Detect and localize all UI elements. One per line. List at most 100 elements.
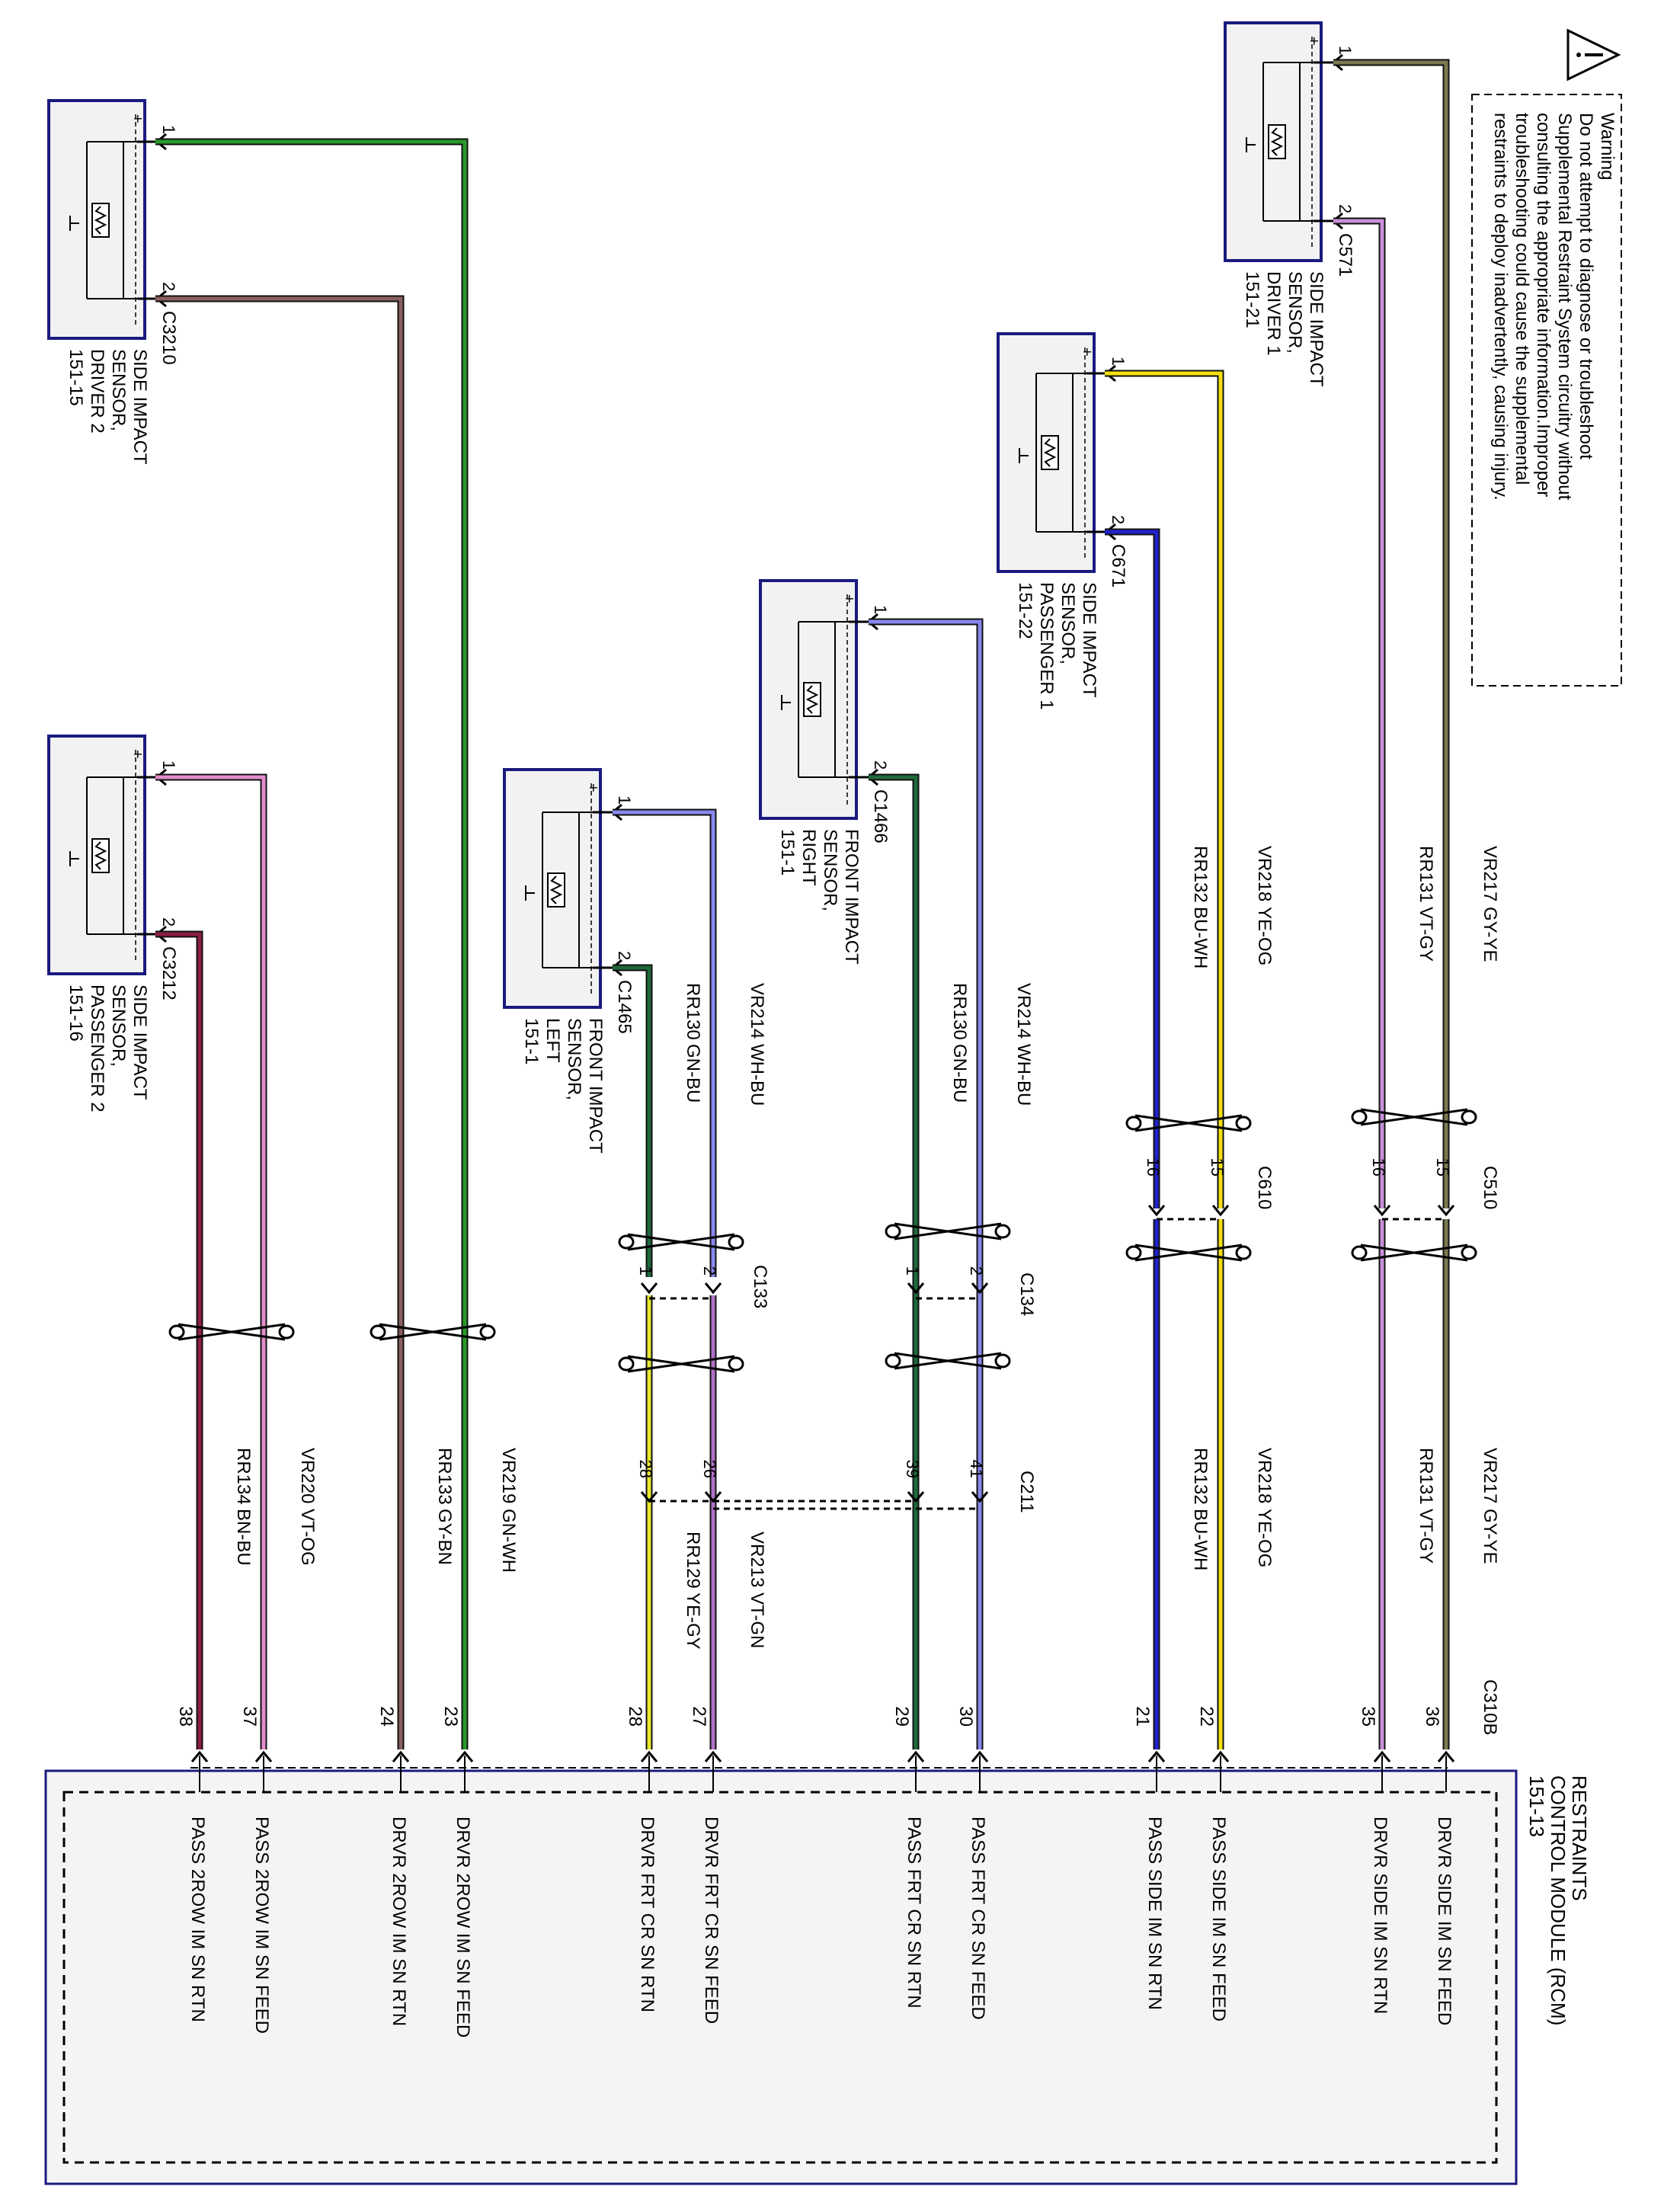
rcm-pin-number: 35 — [1358, 1706, 1378, 1727]
connector-chevron — [1147, 1205, 1166, 1217]
circuit-label: RR130 — [683, 983, 703, 1040]
pin-number: 2 — [1109, 515, 1128, 524]
rcm-pin-number: 22 — [1196, 1706, 1217, 1727]
splice-mark — [168, 1323, 295, 1341]
pin-number: 1 — [871, 605, 890, 614]
rcm-pin-chevron — [1373, 1750, 1391, 1762]
color-code-label: YE-OG — [1254, 1509, 1275, 1567]
sensor-label: 151-15 — [66, 349, 86, 406]
rcm-pin-number: 36 — [1422, 1706, 1442, 1727]
sensor-label: FRONT IMPACT — [585, 1018, 606, 1154]
color-code-label: GN-BU — [683, 1044, 703, 1103]
warning-line: restraints to deploy inadvertently, caus… — [1490, 113, 1511, 501]
connector-chevron — [640, 1282, 658, 1295]
rcm-pin-label: PASS SIDE IM SN RTN — [1144, 1817, 1165, 2010]
connector-pin-number: 26 — [700, 1460, 719, 1478]
rcm-pin-label: PASS FRT CR SN FEED — [968, 1817, 988, 2020]
sensor-label: SIDE IMPACT — [1079, 582, 1099, 698]
rcm-pin-label: DRVR FRT CR SN RTN — [637, 1817, 658, 2012]
sensor-label: DRIVER 1 — [1263, 271, 1284, 356]
connector-label: C1465 — [614, 980, 635, 1034]
rcm-pin-number: 30 — [955, 1706, 976, 1727]
wire-rr134 — [155, 930, 203, 1749]
wire-rr130-left — [613, 964, 653, 1277]
rcm-pin-chevron — [1211, 1750, 1230, 1762]
connector-pin-number: 16 — [1369, 1158, 1388, 1176]
circuit-label: VR217 — [1480, 846, 1500, 901]
rcm-pin-chevron — [456, 1750, 474, 1762]
color-code-label: GN-BU — [949, 1044, 970, 1103]
rcm-pin-chevron — [1437, 1750, 1455, 1762]
rcm-pin-chevron — [392, 1750, 410, 1762]
circuit-label: RR129 — [683, 1532, 703, 1589]
connector-label: C3212 — [158, 946, 179, 1000]
connector-label: C671 — [1108, 544, 1128, 587]
connector-label: C1466 — [870, 789, 891, 844]
circuit-label: RR132 — [1190, 846, 1211, 903]
color-code-label: WH-BU — [1013, 1044, 1034, 1106]
rcm-title: CONTROL MODULE (RCM) — [1547, 1775, 1570, 2025]
connector-pin-number: 1 — [903, 1266, 922, 1276]
warning-line: consulting the appropriate information.I… — [1533, 113, 1554, 497]
connector-label: C310B — [1480, 1679, 1500, 1735]
circuit-label: RR131 — [1416, 846, 1436, 903]
plus-sign: + — [129, 750, 146, 759]
rcm-pin-label: DRVR SIDE IM SN RTN — [1370, 1817, 1390, 2014]
sensor-label: SENSOR, — [820, 829, 840, 911]
rcm-pin-chevron — [640, 1750, 658, 1762]
warning-triangle-icon — [1566, 28, 1621, 82]
circuit-label: VR220 — [297, 1448, 318, 1503]
connector-pin-number: 2 — [700, 1266, 719, 1276]
warning-line: Do not attempt to diagnose or troublesho… — [1576, 113, 1596, 459]
wire-rr133 — [155, 295, 405, 1749]
sensor-label: PASSENGER 2 — [87, 984, 107, 1112]
connector-c134-mark — [885, 1352, 1011, 1370]
color-code-label: BN-BU — [233, 1509, 254, 1566]
rcm-pin-label: PASS SIDE IM SN FEED — [1208, 1817, 1229, 2022]
circuit-label: VR219 — [498, 1448, 519, 1503]
pin-number: 2 — [615, 951, 634, 960]
wire-vr214-right — [869, 618, 984, 1749]
connector-chevron — [907, 1282, 925, 1295]
rcm-pin-label: PASS FRT CR SN RTN — [904, 1817, 924, 2009]
sensor-label: 151-1 — [521, 1018, 542, 1064]
rcm-pin-chevron — [254, 1750, 273, 1762]
circuit-label: RR131 — [1416, 1448, 1436, 1505]
connector-c510-mark — [1351, 1108, 1477, 1126]
rcm-title: 151-13 — [1525, 1775, 1548, 1837]
warning-line: troubleshooting could cause the suppleme… — [1512, 113, 1532, 485]
sensor-label: SENSOR, — [108, 984, 129, 1067]
sensor-label: 151-16 — [66, 984, 86, 1042]
splice-mark — [370, 1323, 496, 1341]
connector-label: C610 — [1254, 1166, 1275, 1209]
rcm-pin-label: DRVR 2ROW IM SN RTN — [389, 1817, 409, 2026]
sensor-label: PASSENGER 1 — [1036, 582, 1057, 710]
rcm-pin-number: 29 — [891, 1706, 912, 1727]
sensor-label: DRIVER 2 — [87, 349, 107, 434]
connector-c134-mark — [885, 1222, 1011, 1240]
pin-number: 1 — [1336, 46, 1355, 55]
rcm-pin-chevron — [190, 1750, 209, 1762]
connector-pin-number: 39 — [903, 1460, 922, 1478]
circuit-label: VR218 — [1254, 846, 1275, 901]
connector-label: C510 — [1480, 1166, 1500, 1209]
color-code-label: YE-GY — [683, 1593, 703, 1650]
plus-sign: + — [1078, 347, 1095, 357]
rcm-pin-chevron — [1147, 1750, 1166, 1762]
connector-label: C571 — [1335, 233, 1355, 277]
circuit-label: RR134 — [233, 1448, 254, 1505]
wire-vr218 — [1105, 370, 1224, 1208]
wire-vr217 — [1333, 59, 1450, 1208]
sensor-label: LEFT — [542, 1018, 563, 1063]
circuit-label: VR214 — [1013, 983, 1034, 1039]
color-code-label: GY-YE — [1480, 1509, 1500, 1564]
pin-number: 2 — [871, 760, 890, 770]
connector-label: C3210 — [158, 311, 179, 365]
color-code-label: GN-WH — [498, 1509, 519, 1573]
rcm-pin-number: 27 — [689, 1706, 709, 1727]
sensor-label: RIGHT — [798, 829, 819, 886]
sensor-label: SENSOR, — [1058, 582, 1078, 664]
pin-number: 2 — [159, 917, 178, 927]
